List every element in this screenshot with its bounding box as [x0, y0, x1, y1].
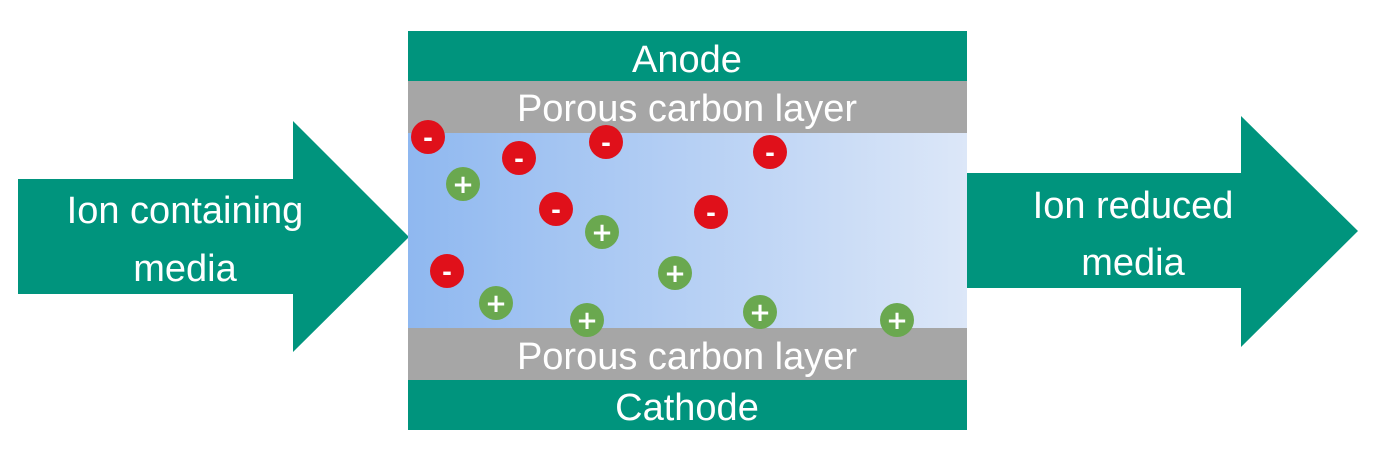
outlet-arrow-shape [966, 116, 1358, 347]
cation: + [585, 215, 619, 249]
porous-layer-bottom-label: Porous carbon layer [517, 336, 857, 378]
anion-sign: - [706, 199, 716, 227]
cation: + [880, 303, 914, 337]
anion-sign: - [765, 139, 775, 167]
anode-label: Anode [632, 39, 742, 81]
cathode-band [408, 380, 967, 430]
anion: - [411, 120, 445, 154]
inlet-arrow-label-line1: Ion containing [67, 190, 304, 232]
cation: + [743, 295, 777, 329]
anion-sign: - [551, 196, 561, 224]
anion: - [539, 192, 573, 226]
cation: + [479, 286, 513, 320]
anions: - - - - - - - [411, 120, 787, 288]
anion-sign: - [442, 258, 452, 286]
cation-sign: + [749, 298, 771, 328]
anion: - [430, 254, 464, 288]
cation-sign: + [452, 170, 474, 200]
inlet-arrow: Ion containing media [18, 121, 409, 352]
inlet-arrow-shape [18, 121, 409, 352]
cation: + [446, 167, 480, 201]
outlet-arrow-label-line1: Ion reduced [1033, 185, 1234, 227]
outlet-arrow: Ion reduced media [966, 116, 1358, 347]
cation: + [658, 256, 692, 290]
anode-band [408, 31, 967, 81]
inlet-arrow-label-line2: media [133, 248, 237, 290]
cation: + [570, 303, 604, 337]
porous-layer-bottom [408, 328, 967, 380]
anion: - [502, 141, 536, 175]
porous-layer-top [408, 81, 967, 133]
anion: - [694, 195, 728, 229]
cation-sign: + [576, 306, 598, 336]
cations: + + + + + + + [446, 167, 914, 337]
cation-sign: + [591, 218, 613, 248]
anion-sign: - [514, 145, 524, 173]
cathode-label: Cathode [615, 387, 759, 429]
cation-sign: + [664, 259, 686, 289]
cation-sign: + [485, 289, 507, 319]
anion-sign: - [601, 129, 611, 157]
outlet-arrow-label-line2: media [1081, 242, 1185, 284]
anion: - [589, 125, 623, 159]
cell-stack: Anode Porous carbon layer Porous carbon … [408, 31, 967, 430]
anion: - [753, 135, 787, 169]
anion-sign: - [423, 124, 433, 152]
porous-layer-top-label: Porous carbon layer [517, 88, 857, 130]
cation-sign: + [886, 306, 908, 336]
